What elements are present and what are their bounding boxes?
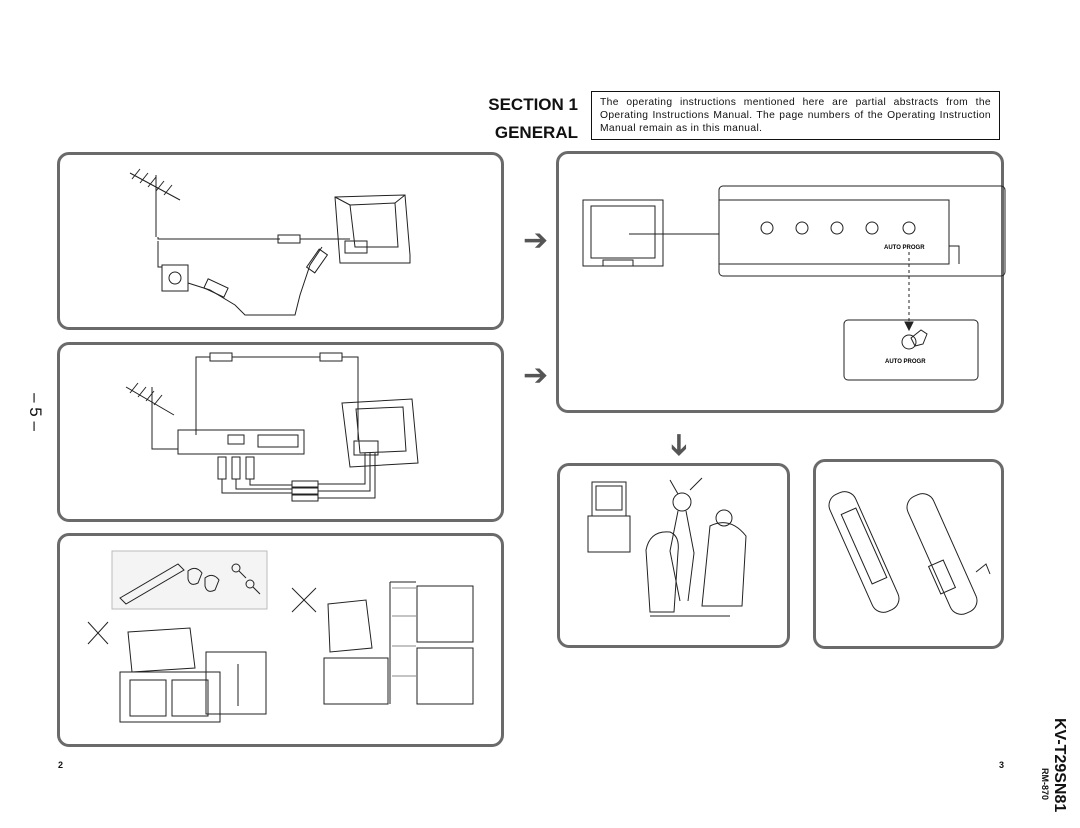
- antenna-connection-illustration: [129, 168, 411, 316]
- section-number: SECTION 1: [488, 95, 578, 114]
- down-arrow-icon: ➔: [662, 432, 696, 458]
- viewing-scene-panel: [557, 463, 790, 648]
- remote-battery-illustration: [828, 491, 991, 615]
- remote-model-number: RM-870: [1040, 768, 1050, 801]
- auto-progr-zoom-label: AUTO PROGR: [885, 359, 926, 365]
- section-heading: SECTION 1 GENERAL: [470, 92, 578, 145]
- vcr-connection-illustration: [125, 352, 419, 502]
- right-arrow-icon: ➔: [523, 359, 549, 392]
- auto-programming-illustration: AUTO PROGR AUTO PROGR: [582, 185, 1006, 381]
- antenna-connection-panel: [57, 152, 504, 330]
- section-name: GENERAL: [494, 123, 578, 142]
- tv-securing-panel: [57, 533, 504, 747]
- side-page-number: – 5 –: [25, 393, 45, 431]
- viewing-scene-illustration: [587, 477, 747, 617]
- vcr-connection-panel: [57, 342, 504, 522]
- intro-note: The operating instructions mentioned her…: [591, 91, 1000, 140]
- right-arrow-icon: ➔: [523, 224, 549, 257]
- auto-progr-label: AUTO PROGR: [884, 245, 925, 251]
- remote-battery-panel: [813, 459, 1004, 649]
- auto-programming-panel: AUTO PROGR AUTO PROGR: [556, 151, 1006, 413]
- page-number-left: 2: [58, 760, 64, 770]
- model-number: KV-T29SN81: [1051, 718, 1068, 813]
- tv-securing-illustration: [87, 550, 474, 723]
- page-number-right: 3: [999, 760, 1005, 770]
